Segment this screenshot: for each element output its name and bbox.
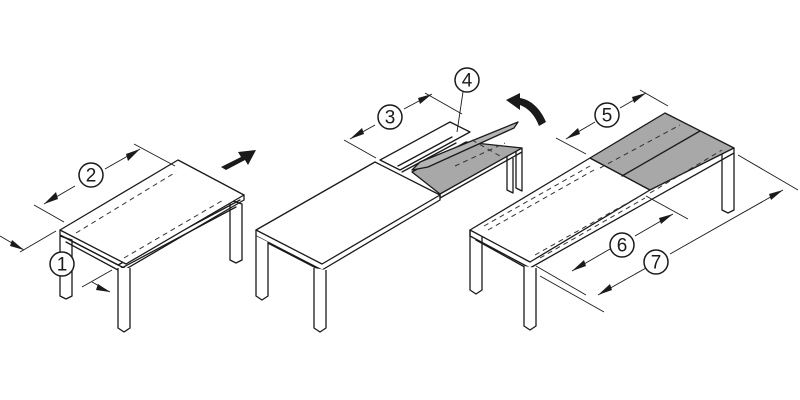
callout-7: 7 bbox=[643, 249, 669, 275]
svg-text:2: 2 bbox=[86, 166, 97, 187]
svg-text:5: 5 bbox=[602, 106, 613, 127]
callout-4: 4 bbox=[454, 67, 480, 93]
step-2-extending-table: 3 4 bbox=[255, 67, 523, 333]
svg-text:4: 4 bbox=[462, 71, 473, 92]
callout-2: 2 bbox=[78, 162, 104, 188]
svg-text:1: 1 bbox=[57, 255, 68, 276]
pull-arrow-icon bbox=[221, 150, 256, 170]
svg-text:3: 3 bbox=[385, 108, 396, 129]
callout-1: 1 bbox=[49, 251, 75, 277]
callout-3: 3 bbox=[377, 104, 403, 130]
step-3-extended-table: 5 6 7 bbox=[469, 89, 799, 331]
callout-6: 6 bbox=[609, 232, 635, 258]
table1-front-leg bbox=[117, 268, 131, 333]
svg-text:7: 7 bbox=[651, 253, 662, 274]
table2-top bbox=[255, 161, 441, 265]
step-1-closed-table: 2 1 bbox=[0, 143, 245, 333]
svg-text:6: 6 bbox=[617, 236, 628, 257]
unfold-arrow-icon bbox=[506, 93, 546, 126]
table1-back-right-leg bbox=[229, 199, 243, 264]
callout-5: 5 bbox=[594, 102, 620, 128]
